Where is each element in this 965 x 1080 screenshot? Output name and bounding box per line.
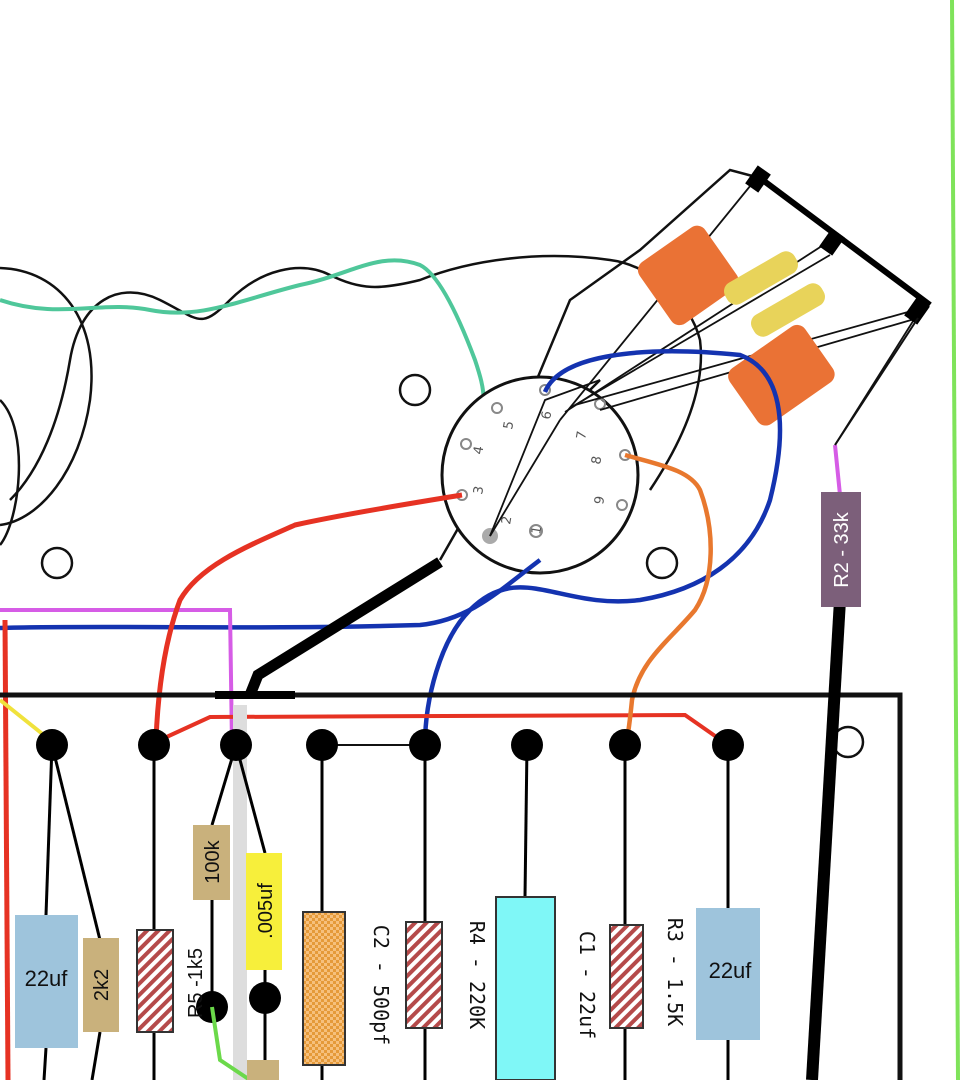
mounting-hole: [398, 373, 432, 407]
cap-22uf-right-label: 22uf: [709, 958, 753, 983]
terminal-strip-board: [0, 691, 903, 1080]
res-r2-label: R2 - 33k: [831, 511, 853, 588]
red-wire-strip: [159, 712, 730, 747]
orange-wire: [623, 452, 713, 746]
cap-22uf-left: 22uf: [15, 915, 78, 1048]
right-border-line: [950, 0, 960, 1080]
res-100k-label: 100k: [202, 839, 224, 883]
pin-label: 2: [499, 515, 515, 526]
res-r2: R2 - 33k: [821, 492, 861, 607]
socket-pin-numbers: 1 2 3 4 5 6 7 8 9: [471, 410, 608, 536]
res-r3-label: R3 - 1.5K: [663, 918, 687, 1026]
cap-c2: C2 - 500pf: [302, 911, 393, 1066]
magenta-wire: [0, 608, 234, 746]
mounting-hole: [40, 546, 74, 580]
cap-c1-label: C1 - 22uf: [575, 931, 599, 1039]
cap-005uf-label: .005uf: [255, 883, 277, 939]
red-wire-left-edge: [2, 619, 11, 1080]
cap-005uf: .005uf: [246, 853, 282, 970]
pin-label: 3: [471, 485, 487, 496]
pin-label: 6: [539, 410, 555, 421]
pin-label: 5: [501, 420, 517, 431]
cap-c2-label: C2 - 500pf: [369, 925, 393, 1045]
orange-capacitor-bottom: [728, 324, 835, 426]
res-bottom-partial: [247, 1060, 279, 1080]
chassis-outline: [0, 168, 761, 561]
res-r3: R3 - 1.5K: [609, 918, 687, 1029]
res-2k2: 2k2: [83, 938, 119, 1032]
r2-top-lead: [834, 317, 919, 446]
component-leads: [42, 744, 730, 1080]
yellow-resistor-bottom: [751, 283, 825, 337]
socket-pins: [456, 384, 631, 544]
cap-22uf-right: 22uf: [696, 908, 760, 1040]
red-wire-socket: [153, 492, 463, 741]
pin-label: 9: [592, 495, 608, 506]
pin-label: 4: [471, 445, 487, 456]
pin-label: 1: [529, 525, 545, 536]
blue-wire-left: [0, 558, 542, 631]
pin-label: 7: [574, 430, 590, 441]
orange-capacitor-top: [637, 225, 739, 326]
res-r4-label: R4 - 220K: [465, 921, 489, 1029]
res-2k2-label: 2k2: [91, 969, 113, 1001]
green-wire: [210, 1006, 252, 1080]
magenta-wire-r2: [833, 444, 842, 496]
cap-22uf-left-label: 22uf: [25, 966, 69, 991]
res-100k: 100k: [193, 825, 230, 900]
yellow-resistor-top: [724, 251, 798, 305]
res-r5: R5 -1k5: [136, 929, 207, 1033]
teal-wire: [0, 258, 486, 451]
pin-label: 8: [589, 455, 605, 466]
res-r5-label: R5 -1k5: [185, 948, 207, 1018]
mounting-hole: [645, 546, 679, 580]
black-b-plus-wire: [806, 599, 846, 1080]
cap-c1: C1 - 22uf: [495, 896, 599, 1080]
terminal-bar: [745, 165, 932, 325]
res-r4: R4 - 220K: [405, 921, 489, 1029]
black-ground-wire: [244, 557, 443, 698]
